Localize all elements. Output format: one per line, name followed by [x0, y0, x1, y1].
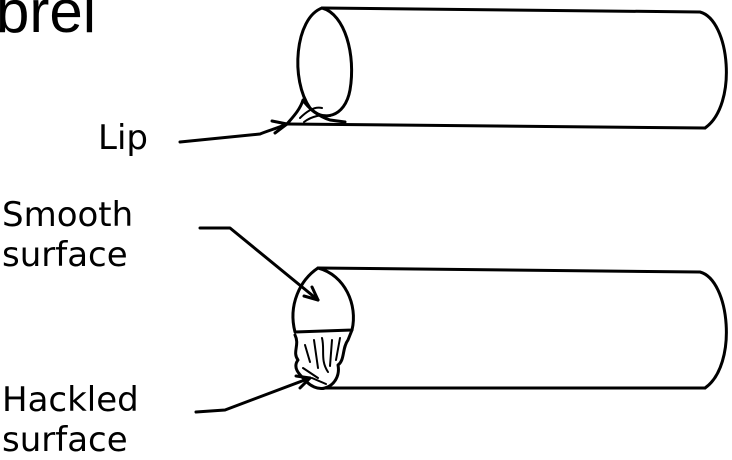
page-title: brel [0, 0, 97, 45]
fiber-bottom-hackle-marks [302, 337, 341, 385]
fiber-top-upper-edge [320, 6, 728, 130]
fiber-bottom-hackled-region [293, 328, 354, 390]
fiber-top-lip [285, 98, 347, 126]
label-lip: Lip [98, 118, 148, 158]
fiber-bottom [291, 266, 728, 390]
arrow-hackled-surface [194, 374, 312, 414]
fiber-top [285, 6, 728, 130]
label-hackled-line1: Hackled [2, 380, 139, 420]
arrow-lip [178, 119, 289, 144]
label-smooth-line2: surface [2, 235, 128, 275]
arrow-smooth-surface [198, 226, 320, 302]
fiber-top-lip-detail [299, 106, 331, 123]
label-hackled-line2: surface [2, 420, 128, 460]
label-smooth-line1: Smooth [2, 195, 134, 235]
fiber-bottom-upper-edge [316, 266, 728, 390]
fiber-top-lower-edge [285, 122, 707, 130]
